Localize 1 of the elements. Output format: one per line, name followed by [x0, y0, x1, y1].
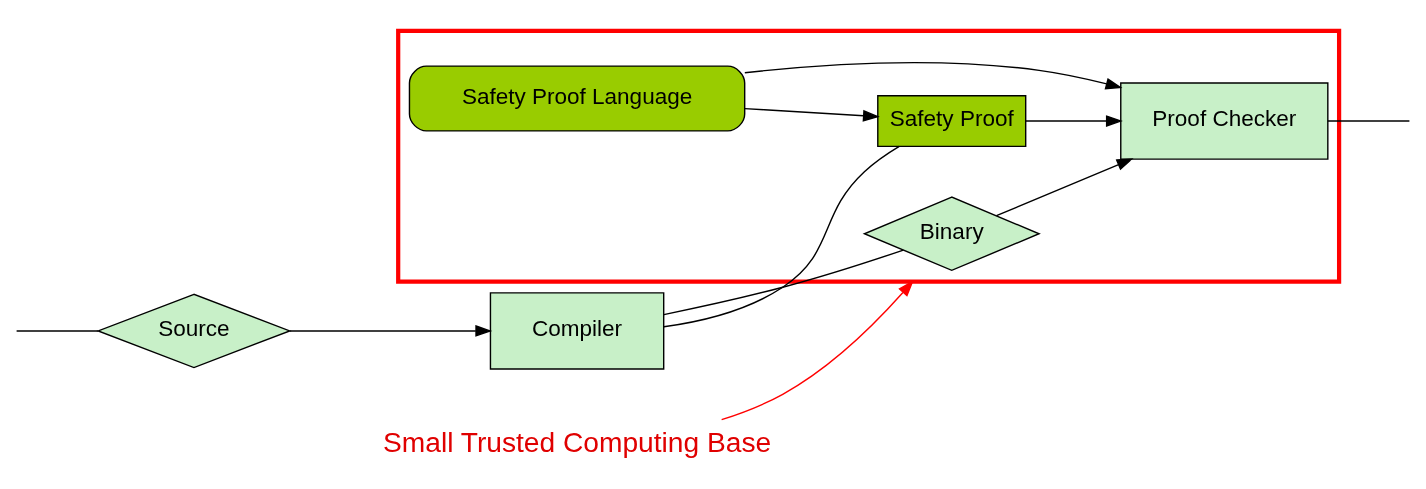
node-text: Small Trusted Computing Base — [383, 425, 772, 458]
